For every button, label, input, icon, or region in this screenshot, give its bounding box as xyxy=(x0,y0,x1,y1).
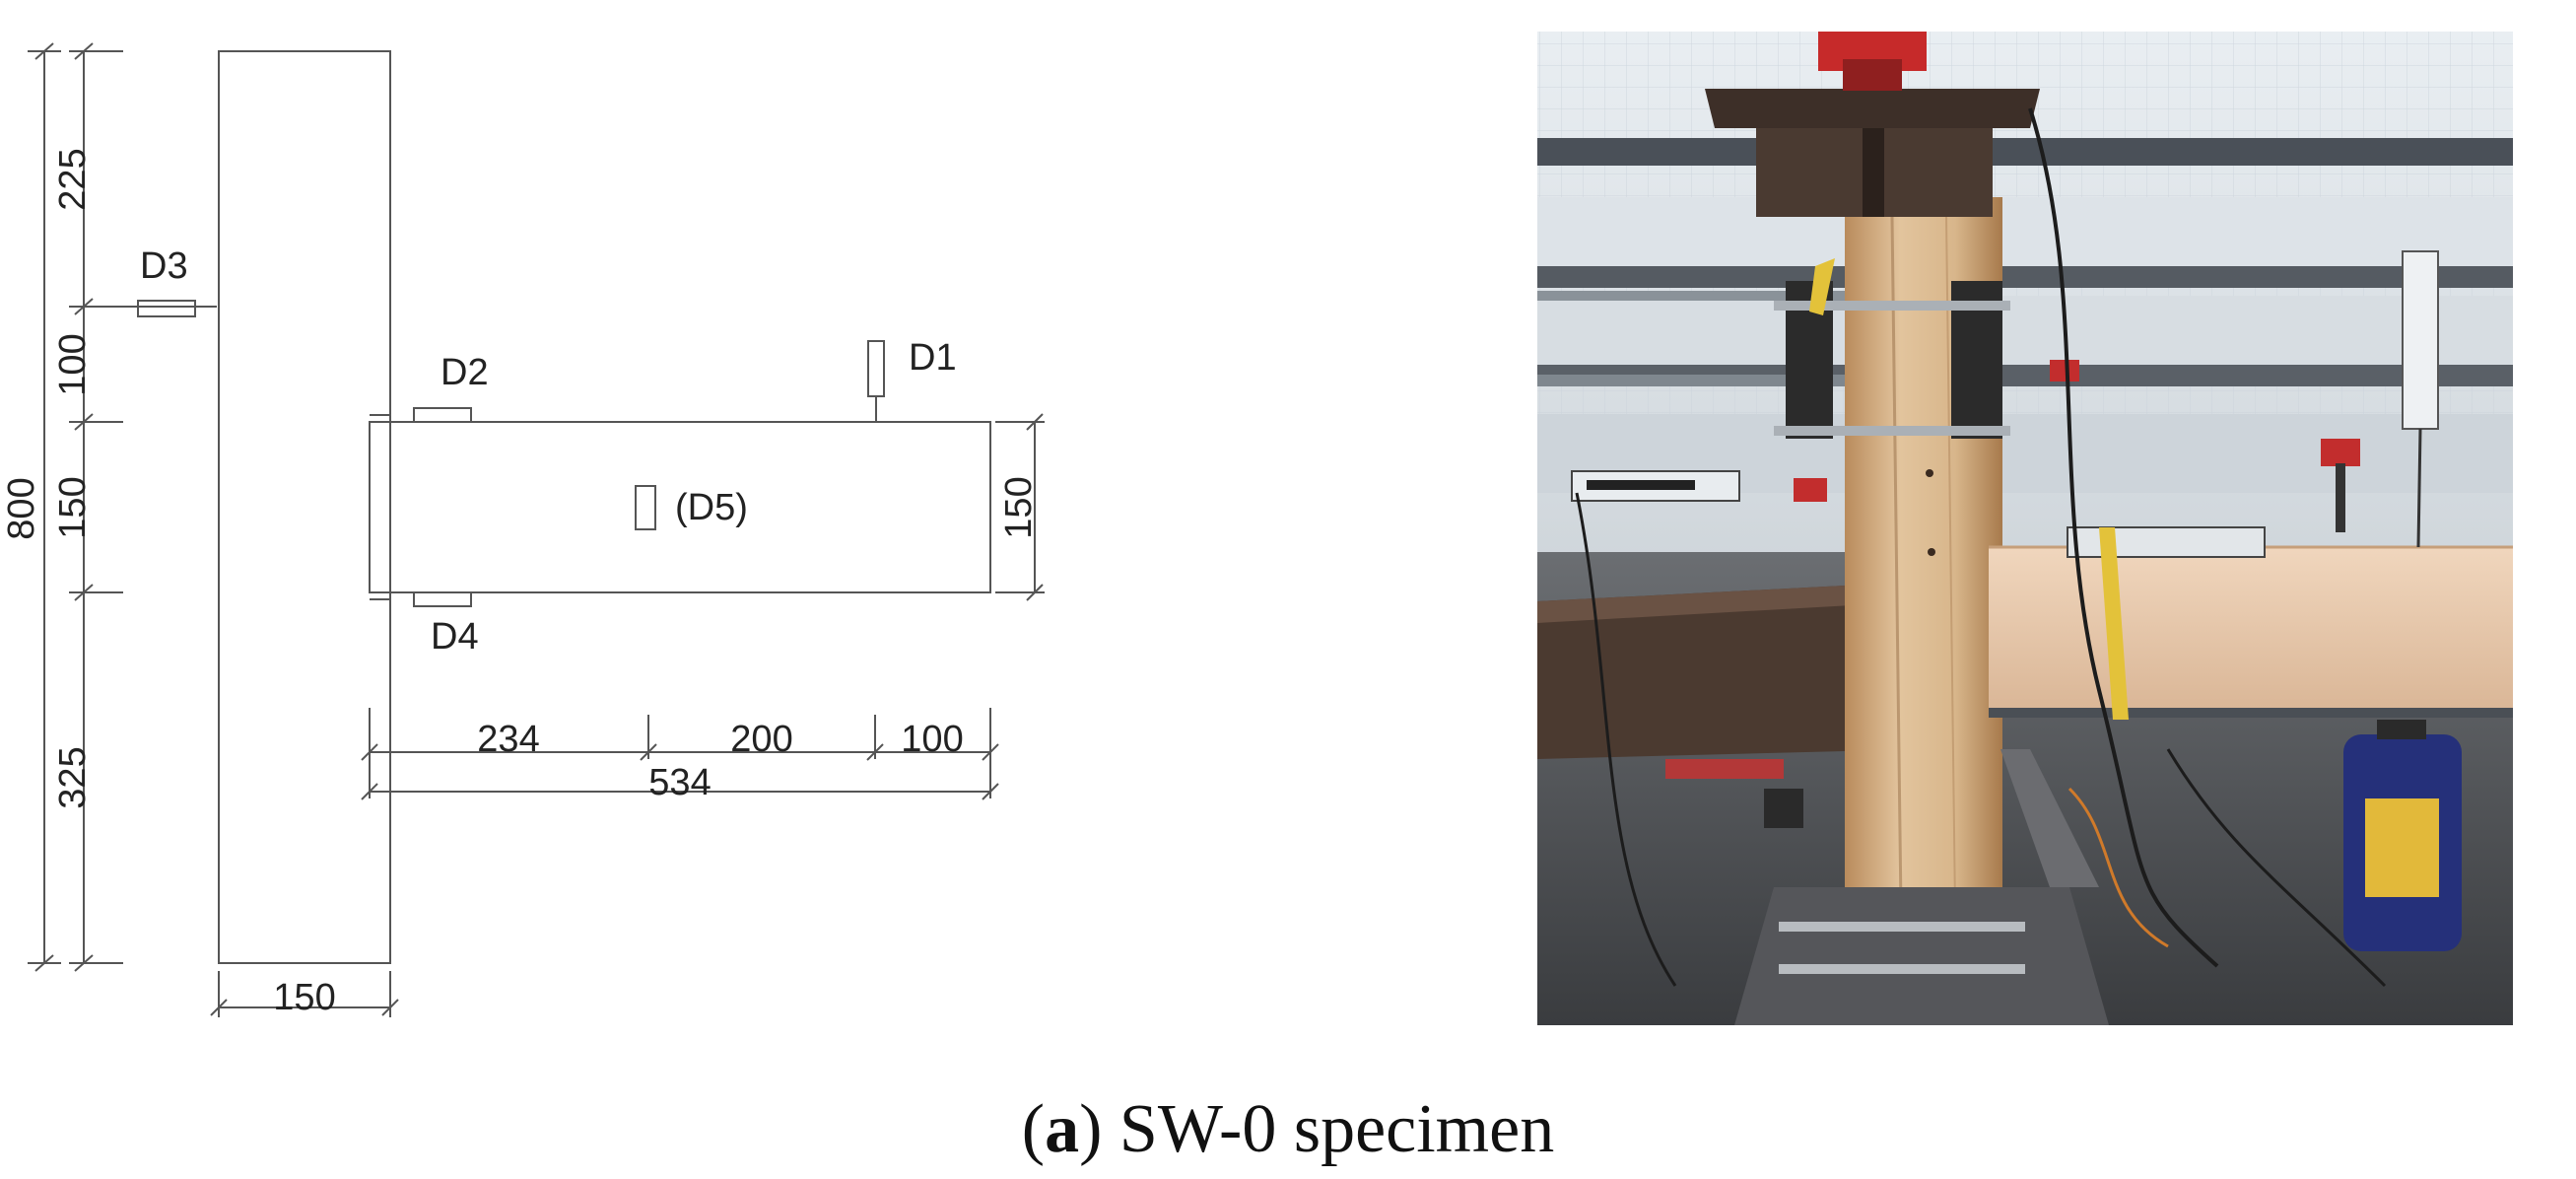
dim-label-col-bottom: 325 xyxy=(52,746,94,808)
figure-caption: (a) SW-0 specimen xyxy=(1022,1091,1554,1167)
dim-label-col-beam: 150 xyxy=(52,476,94,538)
dim-label-col-mid: 100 xyxy=(52,333,94,395)
dim-label-beam-total: 534 xyxy=(648,762,711,803)
caption-label: a xyxy=(1045,1091,1079,1167)
dim-label-col-width: 150 xyxy=(273,977,335,1018)
caption-text: SW-0 specimen xyxy=(1102,1091,1554,1167)
sensor-d5-icon xyxy=(635,485,656,530)
dim-label-beam-seg3: 100 xyxy=(901,719,963,760)
dim-label-beam-seg2: 200 xyxy=(730,719,792,760)
sensor-label-d3: D3 xyxy=(140,245,188,287)
sensor-labels: D3 D2 D1 (D5) D4 xyxy=(140,245,957,658)
beam-outline xyxy=(369,421,991,593)
dimension-labels: 800 225 100 150 325 150 150 234 200 100 … xyxy=(1,148,1040,1018)
sensor-d2-icon xyxy=(413,407,472,423)
sensor-d4-icon xyxy=(413,591,472,607)
sensor-label-d1: D1 xyxy=(909,337,957,379)
sensor-label-d4: D4 xyxy=(431,616,479,658)
sensor-d1-icon xyxy=(867,340,885,397)
specimen-photo xyxy=(1537,32,2513,1025)
specimen-drawing xyxy=(28,42,1045,1017)
column-outline xyxy=(218,50,391,964)
sensor-label-d2: D2 xyxy=(441,352,489,393)
dim-label-beam-seg1: 234 xyxy=(477,719,539,760)
sensor-d3-icon xyxy=(137,300,196,317)
dim-label-col-top: 225 xyxy=(52,148,94,210)
dim-label-beam-height: 150 xyxy=(998,476,1040,538)
dim-label-total: 800 xyxy=(1,477,42,539)
sensor-label-d5: (D5) xyxy=(675,487,748,528)
